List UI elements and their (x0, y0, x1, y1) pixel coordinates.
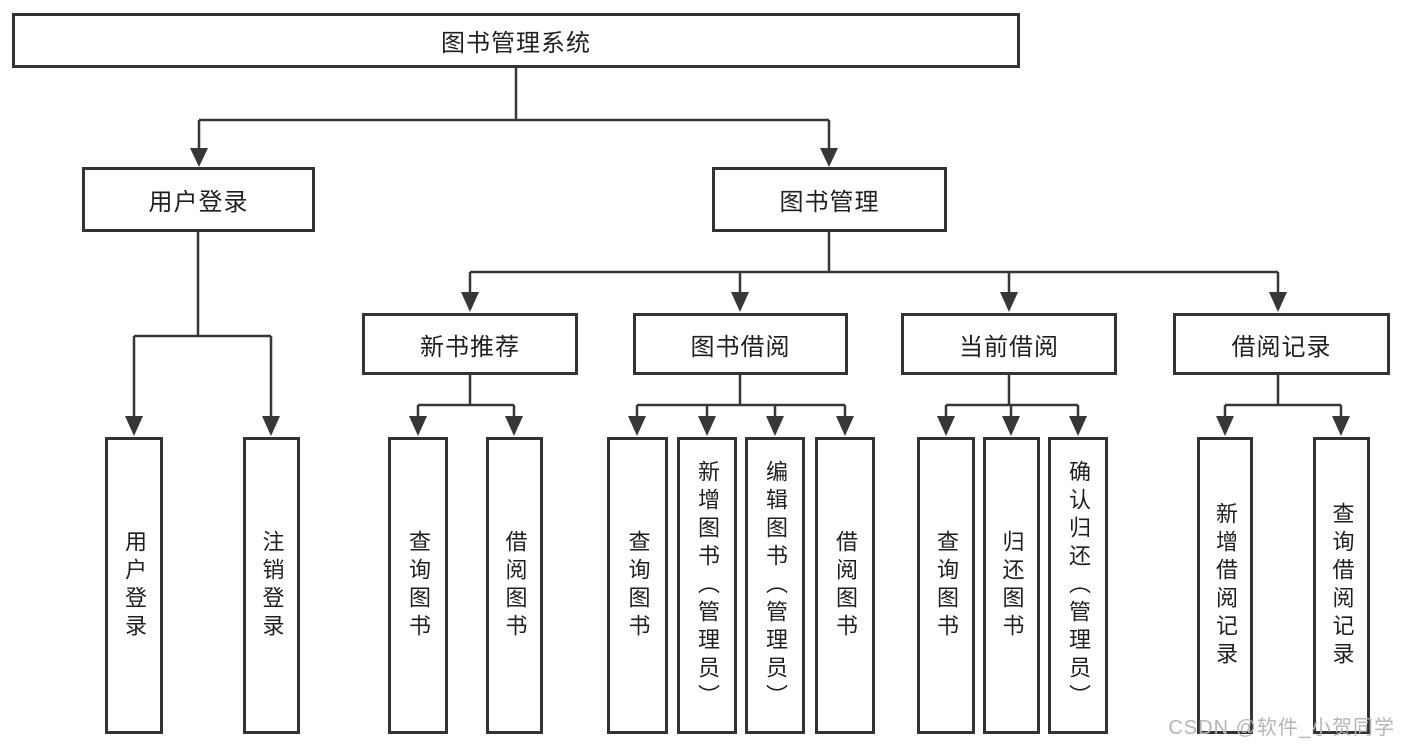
arrowheads (125, 148, 1350, 436)
node-user-login-action: 用户登录 (105, 437, 163, 734)
node-query-books-current: 查询图书 (917, 437, 975, 734)
node-label: 借阅图书 (833, 529, 858, 642)
node-library-management-system: 图书管理系统 (12, 13, 1020, 68)
node-borrow-books-borrowing: 借阅图书 (815, 437, 875, 734)
connector-newrec-to-leaves (416, 375, 516, 418)
node-label: 借阅图书 (502, 529, 528, 642)
node-label: 图书借阅 (690, 333, 791, 361)
node-logout-action: 注销登录 (243, 437, 300, 734)
node-label: 查询图书 (406, 529, 431, 642)
node-label: 图书管理系统 (441, 30, 591, 57)
node-query-books-recommend: 查询图书 (388, 437, 448, 734)
node-label: 确认归还（管理员） (1066, 459, 1091, 712)
connector-record-to-leaves (1223, 375, 1343, 418)
node-label: 用户登录 (148, 189, 249, 216)
node-add-book-admin: 新增图书（管理员） (677, 437, 737, 734)
node-borrowing-records: 借阅记录 (1173, 313, 1390, 375)
node-confirm-return-admin: 确认归还（管理员） (1048, 437, 1108, 734)
node-label: 注销登录 (259, 529, 285, 642)
node-query-books-borrowing: 查询图书 (607, 437, 668, 734)
connector-current-to-leaves (944, 375, 1080, 418)
node-edit-book-admin: 编辑图书（管理员） (745, 437, 805, 734)
node-label: 新书推荐 (420, 333, 520, 361)
node-label: 用户登录 (122, 529, 147, 642)
node-return-books: 归还图书 (983, 437, 1040, 734)
node-label: 查询借阅记录 (1329, 501, 1355, 670)
node-label: 归还图书 (999, 529, 1025, 642)
connector-root-to-level2 (197, 68, 831, 150)
csdn-watermark: CSDN @软件_小贺同学 (1168, 717, 1395, 739)
node-label: 查询图书 (625, 529, 651, 642)
node-query-borrow-record: 查询借阅记录 (1313, 437, 1370, 734)
node-label: 编辑图书（管理员） (763, 459, 788, 712)
node-new-book-recommend: 新书推荐 (362, 313, 578, 375)
node-label: 图书管理 (779, 189, 880, 216)
node-book-management: 图书管理 (712, 167, 947, 232)
node-label: 借阅记录 (1231, 333, 1332, 361)
node-book-borrowing: 图书借阅 (633, 313, 848, 375)
node-label: 当前借阅 (959, 333, 1059, 361)
node-borrow-books-recommend: 借阅图书 (486, 437, 543, 734)
node-user-login: 用户登录 (82, 167, 315, 232)
connector-borrow-to-leaves (635, 375, 847, 418)
node-add-borrow-record: 新增借阅记录 (1197, 437, 1253, 734)
node-label: 查询图书 (934, 529, 959, 642)
node-label: 新增图书（管理员） (695, 459, 720, 712)
connector-userlogin-to-leaves (132, 232, 273, 418)
connector-bookmgmt-to-level3 (468, 232, 1280, 294)
node-current-borrowing: 当前借阅 (901, 313, 1117, 375)
node-label: 新增借阅记录 (1213, 501, 1238, 670)
